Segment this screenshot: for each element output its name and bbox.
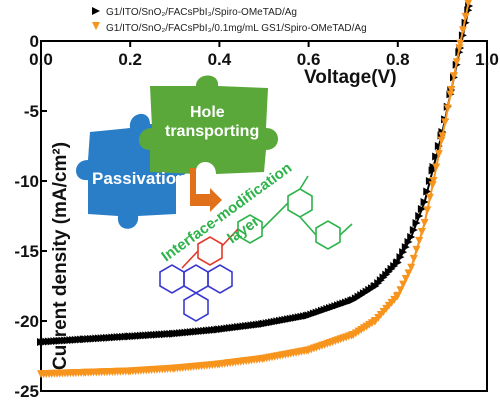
hole-label-line1: Hole (190, 104, 225, 121)
data-point (415, 236, 424, 245)
hole-transporting-puzzle-piece (138, 75, 278, 174)
x-axis-ticks: 0.0 0.2 0.4 0.6 0.8 1.0 (29, 41, 499, 69)
data-point (432, 163, 441, 172)
data-point (452, 58, 461, 67)
data-point (417, 205, 426, 213)
data-point (399, 280, 408, 289)
data-point (412, 219, 421, 227)
y-tick-label: -10 (14, 172, 39, 191)
data-point (423, 187, 432, 196)
x-tick-label: 0.8 (386, 50, 410, 69)
data-point (432, 152, 441, 161)
data-point (443, 104, 452, 113)
x-tick-label: 1.0 (475, 50, 499, 69)
data-point (449, 72, 458, 81)
data-point (455, 44, 464, 53)
legend-entry-2: G1/ITO/SnO₂/FACsPbI₃/0.1mg/mL GS1/Spiro-… (92, 22, 367, 34)
data-point (447, 86, 456, 94)
legend-entry-1: G1/ITO/SnO₂/FACsPbI₃/Spiro-OMeTAD/Ag (92, 7, 297, 18)
hole-label-line2: transporting (165, 123, 259, 140)
data-point (461, 12, 470, 21)
data-point (420, 219, 429, 227)
data-point (425, 193, 434, 202)
y-tick-label: -25 (14, 382, 39, 401)
data-point (412, 245, 421, 254)
data-point (441, 118, 450, 127)
data-point (404, 269, 413, 278)
data-point (415, 212, 424, 220)
y-axis-ticks: 0 -5 -10 -15 -20 -25 (14, 32, 47, 401)
data-point (393, 258, 402, 267)
data-point (407, 233, 416, 241)
data-point (434, 142, 443, 150)
x-tick-label: 0.2 (118, 50, 142, 69)
legend-label-1: G1/ITO/SnO₂/FACsPbI₃/Spiro-OMeTAD/Ag (106, 7, 297, 18)
data-point (446, 90, 455, 99)
data-point (456, 39, 465, 48)
data-point (401, 275, 410, 283)
legend-marker-1 (92, 7, 100, 15)
data-point (458, 26, 467, 35)
data-point (407, 263, 416, 272)
data-point (399, 248, 408, 257)
data-point (420, 198, 429, 206)
data-point (396, 286, 405, 295)
data-point (429, 177, 438, 185)
data-point (423, 206, 432, 215)
data-point (401, 243, 410, 252)
down-right-arrow-icon (190, 168, 222, 212)
data-point (425, 177, 434, 185)
y-tick-label: -20 (14, 312, 39, 331)
x-tick-label: 0.4 (208, 50, 232, 69)
series-layer (37, 0, 474, 379)
plot-frame (40, 40, 488, 392)
data-point (404, 238, 413, 247)
puzzle-illustration: Passivation Hole transporting (76, 75, 278, 229)
data-point (438, 132, 447, 141)
x-axis-label: Voltage(V) (304, 67, 397, 88)
data-point (467, 0, 471, 3)
x-tick-label: 0.6 (297, 50, 321, 69)
y-tick-label: -5 (24, 102, 39, 121)
passivation-label: Passivation (92, 169, 187, 188)
data-point (396, 253, 405, 262)
series-2 (37, 0, 473, 379)
data-point (429, 163, 438, 171)
y-tick-label: 0 (30, 32, 39, 51)
data-point (393, 291, 402, 300)
data-point (428, 181, 437, 190)
data-point (417, 227, 426, 236)
data-point (437, 136, 446, 145)
data-point (464, 0, 473, 8)
molecule-illustration (159, 175, 353, 322)
data-point (434, 150, 443, 159)
legend: G1/ITO/SnO₂/FACsPbI₃/Spiro-OMeTAD/Ag G1/… (88, 0, 438, 35)
legend-box (88, 0, 438, 35)
data-point (409, 226, 418, 234)
legend-label-2: G1/ITO/SnO₂/FACsPbI₃/0.1mg/mL GS1/Spiro-… (106, 23, 367, 34)
legend-marker-2 (92, 22, 100, 30)
y-tick-label: -15 (14, 242, 39, 261)
y-axis-label: Current density (mA/cm²) (50, 142, 71, 370)
x-tick-label: 0.0 (29, 50, 53, 69)
data-point (409, 254, 418, 263)
